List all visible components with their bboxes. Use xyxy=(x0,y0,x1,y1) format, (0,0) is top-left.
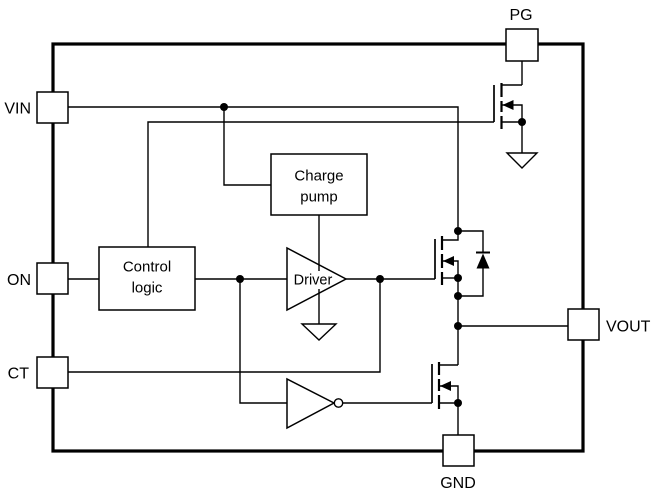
body-diode-cathode-wire xyxy=(458,230,484,253)
pg-pin-label: PG xyxy=(509,7,532,24)
driver-triangle-icon xyxy=(286,246,348,312)
ic-boundary-box xyxy=(51,42,585,453)
pin-squares xyxy=(36,28,600,467)
vout-pin-label: VOUT xyxy=(606,319,651,336)
discharge-fet-body-arrow-icon xyxy=(440,381,451,391)
junction-dot xyxy=(236,275,244,283)
control-logic-label-line2: logic xyxy=(132,280,163,297)
pg-fet-body-arrow-icon xyxy=(502,100,514,110)
inverter-triangle-icon xyxy=(286,377,336,430)
charge-pump-block: Charge pump xyxy=(270,153,368,216)
pg-fet xyxy=(493,83,523,129)
vin-wire xyxy=(68,106,459,231)
discharge-fet xyxy=(431,362,459,409)
pg-fet-gate-wire xyxy=(147,121,494,247)
charge-pump-label-line1: Charge xyxy=(294,168,343,185)
inverter-input-wire xyxy=(239,279,287,404)
pass-fet xyxy=(434,231,459,285)
inverter-gate xyxy=(286,377,344,430)
charge-pump-box xyxy=(270,153,368,216)
junction-dot xyxy=(454,322,462,330)
ct-pin xyxy=(36,356,69,389)
on-pin xyxy=(36,262,69,295)
ct-wire xyxy=(68,279,381,373)
driver-label-background xyxy=(292,271,336,289)
junction-dot xyxy=(220,103,228,111)
vout-pin xyxy=(567,308,600,341)
gnd-pin-label: GND xyxy=(440,475,476,492)
junction-dot xyxy=(454,227,462,235)
vin-pin-label: VIN xyxy=(4,101,31,118)
gnd-pin xyxy=(442,434,475,467)
pg-ground-symbol-icon xyxy=(505,152,539,169)
driver-buffer: Driver xyxy=(286,246,348,312)
junction-dots xyxy=(220,103,526,407)
junction-dot xyxy=(454,399,462,407)
junction-dot xyxy=(454,274,462,282)
diode-arrow xyxy=(476,253,490,269)
pass-fet-body-arrow-icon xyxy=(443,256,454,266)
driver-ground-symbol-icon xyxy=(300,323,338,341)
control-logic-label-line1: Control xyxy=(123,259,171,276)
ct-pin-label: CT xyxy=(8,366,30,383)
pg-pin xyxy=(505,28,539,62)
on-pin-label: ON xyxy=(7,272,31,289)
charge-pump-input-wire xyxy=(223,107,271,186)
vin-pin xyxy=(36,91,69,124)
control-logic-box xyxy=(98,246,196,311)
inverter-bubble-icon xyxy=(333,398,344,408)
wires xyxy=(68,61,568,435)
control-logic-block: Control logic xyxy=(98,246,196,311)
junction-dot xyxy=(454,292,462,300)
body-diode-anode-wire xyxy=(458,268,484,297)
junction-dot xyxy=(518,118,526,126)
charge-pump-label-line2: pump xyxy=(300,189,338,206)
junction-dot xyxy=(376,275,384,283)
body-diode xyxy=(458,230,490,297)
driver-label: Driver xyxy=(294,273,333,289)
